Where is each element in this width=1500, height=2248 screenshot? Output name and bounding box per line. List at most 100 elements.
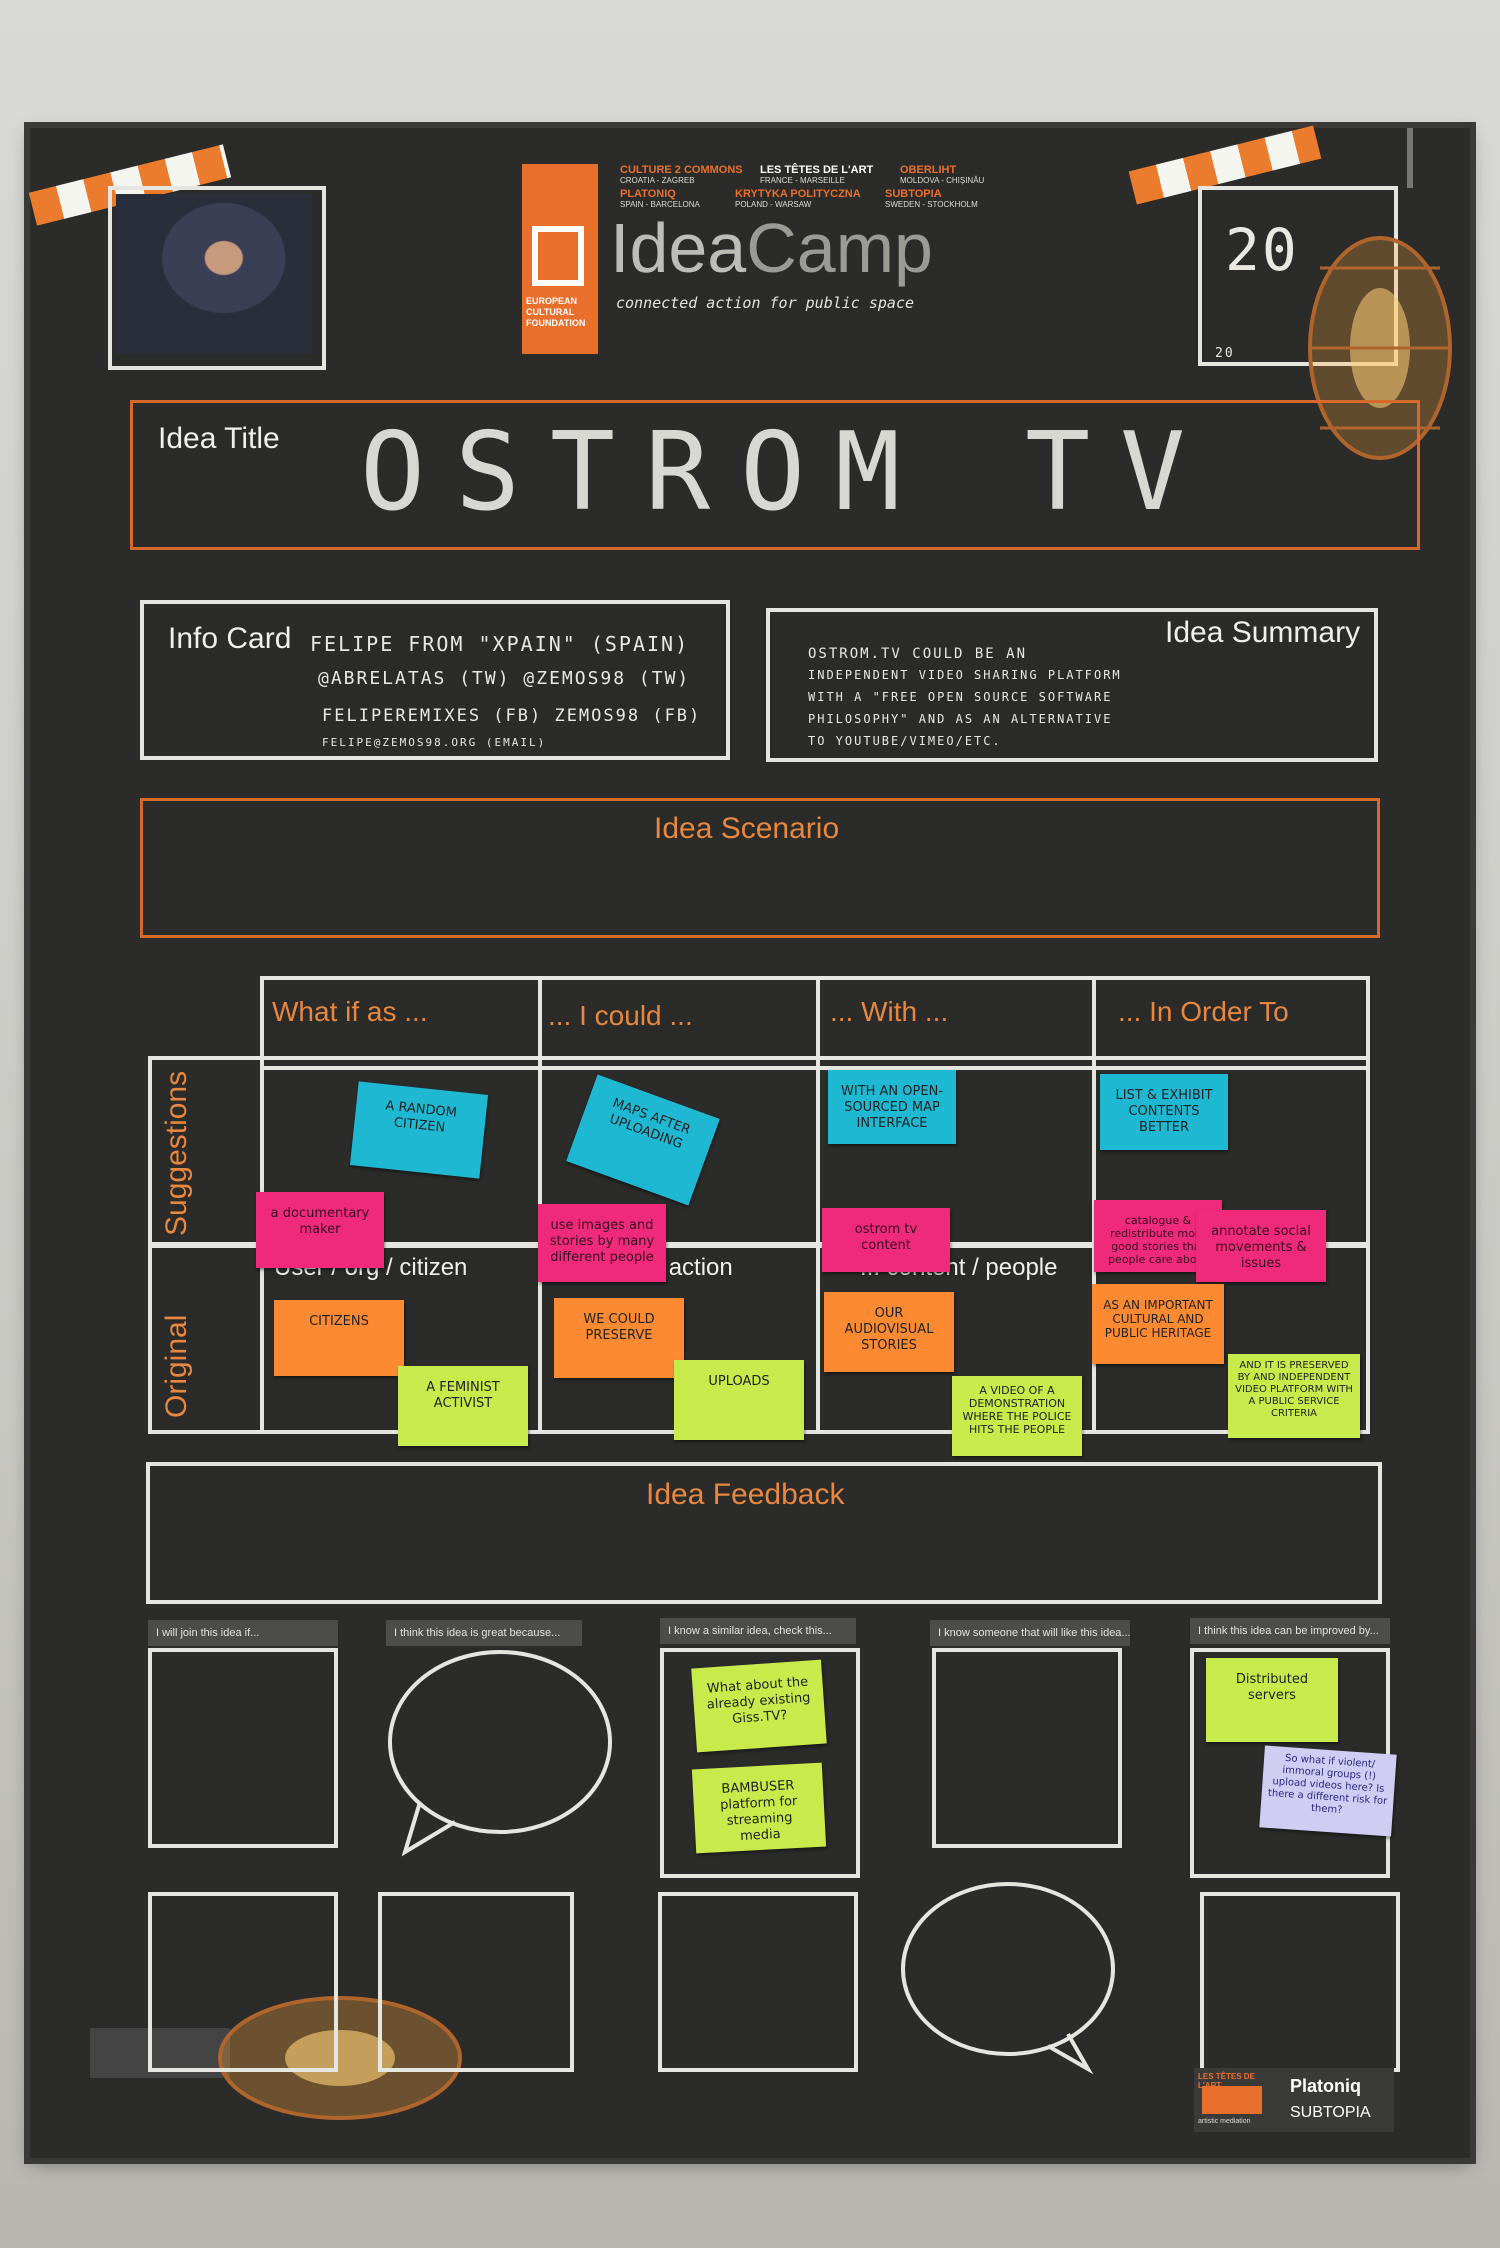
speech-bubble-icon [901,1882,1115,2074]
idea-summary-frame [766,608,1378,762]
ideacamp-logo: IdeaCamp [610,210,933,286]
lightbulb-icon [1308,128,1452,460]
sticky-note: UPLOADS [674,1360,804,1440]
ecf-line: EUROPEAN [526,296,578,306]
sticky-note: BAMBUSER platform for streaming media [691,1762,827,1854]
chalkboard: 20 20 EUROPEAN CULTURAL FOUNDATION IdeaC… [28,125,1470,2158]
idea-feedback-frame [146,1462,1382,1604]
feedback-box [148,1892,338,2072]
sticky-note: ostrom tv content [822,1208,950,1272]
feedback-tag: I will join this idea if... [148,1620,338,1646]
tagline: connected action for public space [616,294,915,312]
idea-scenario-label: Idea Scenario [654,812,840,845]
info-card-line: FELIPEREMIXES (FB) ZEMOS98 (FB) [322,706,702,726]
ecf-line: FOUNDATION [526,318,586,328]
sticky-note: WITH AN OPEN-SOURCED MAP INTERFACE [828,1070,956,1144]
sticky-note: AND IT IS PRESERVED BY AND INDEPENDENT V… [1228,1354,1360,1438]
summary-line: INDEPENDENT VIDEO SHARING PLATFORM [808,668,1122,682]
feedback-tag: I think this idea is great because... [386,1620,582,1646]
feedback-tag: I know someone that will like this idea.… [930,1620,1130,1646]
board-number-small: 20 [1215,346,1235,361]
feedback-box [658,1892,858,2072]
sticky-note: use images and stories by many different… [538,1204,666,1282]
grid-col-header: ... I could ... [548,1000,693,1031]
ecf-text: EUROPEAN CULTURAL FOUNDATION [526,296,596,329]
platoniq-logo: Platoniq [1290,2076,1361,2096]
summary-line: TO YOUTUBE/VIMEO/ETC. [808,734,1002,748]
sticky-note: What about the already existing Giss.TV? [691,1659,827,1753]
info-card-frame [140,600,730,760]
ecf-line: CULTURAL [526,307,575,317]
number-frame [1198,186,1398,366]
partner-place: POLAND - WARSAW [735,200,812,209]
summary-line: WITH A "FREE OPEN SOURCE SOFTWARE [808,690,1113,704]
sticky-note: WE COULD PRESERVE [554,1298,684,1378]
feedback-tag: I know a similar idea, check this... [660,1618,856,1644]
tetes-sub: artistic mediation [1198,2118,1251,2125]
sticky-note: So what if violent/ immoral groups (!) u… [1259,1745,1397,1837]
logo-idea: Idea [610,209,747,287]
partner-place: SWEDEN - STOCKHOLM [885,200,978,209]
ecf-mark-icon [532,226,584,286]
board-number: 20 [1225,216,1299,284]
info-card-line: FELIPE FROM "XPAIN" (SPAIN) [310,632,690,656]
feedback-tag: I think this idea can be improved by... [1190,1618,1390,1644]
feedback-box [660,1648,860,1878]
logo-camp: Camp [746,209,933,287]
tetes-mark-icon [1202,2086,1262,2114]
lightbulb-bottom-icon [90,1996,462,2120]
subtopia-logo: SUBTOPIA [1290,2104,1371,2121]
partner-name: PLATONIQ [620,188,676,200]
sticky-note: CITIZENS [274,1300,404,1376]
info-card-line: @ABRELATAS (TW) @ZEMOS98 (TW) [318,668,691,689]
partner-name: OBERLIHT [900,164,957,176]
photo-frame [108,186,326,370]
feedback-box [378,1892,574,2072]
grid-col-divider [816,976,820,1434]
sticky-note: A VIDEO OF A DEMONSTRATION WHERE THE POL… [952,1376,1082,1456]
summary-line: PHILOSOPHY" AND AS AN ALTERNATIVE [808,712,1113,726]
summary-line: OSTROM.TV COULD BE AN [808,646,1028,662]
grid-col-header: ... With ... [830,996,949,1027]
sticky-note: OUR AUDIOVISUAL STORIES [824,1292,954,1372]
grid-col-header: ... In Order To [1118,996,1289,1027]
idea-title-frame [130,400,1420,550]
tetes-logo: LES TÊTES DE L'ART [1198,2072,1255,2090]
sticky-note: A FEMINIST ACTIVIST [398,1366,528,1446]
partner-name: KRYTYKA POLITYCZNA [735,188,861,200]
ecf-logo: EUROPEAN CULTURAL FOUNDATION [522,164,598,354]
partner-name: SUBTOPIA [885,188,942,200]
participant-photo [116,194,312,354]
idea-summary-label: Idea Summary [1165,616,1361,649]
speech-bubble-icon [388,1650,612,1857]
sticky-note: Distributed servers [1206,1658,1338,1742]
info-card-line: FELIPE@ZEMOS98.ORG (EMAIL) [322,736,547,749]
feedback-box [148,1648,338,1848]
partner-place: CROATIA - ZAGREB [620,176,695,185]
sticky-note: a documentary maker [256,1192,384,1268]
info-card-label: Info Card [168,622,292,655]
partner-place: SPAIN - BARCELONA [620,200,700,209]
grid-col-header: What if as ... [272,996,428,1027]
sticky-note: AS AN IMPORTANT CULTURAL AND PUBLIC HERI… [1092,1284,1224,1364]
partner-name: CULTURE 2 COMMONS [620,164,743,176]
sticky-note: LIST & EXHIBIT CONTENTS BETTER [1100,1074,1228,1150]
idea-scenario-frame [140,798,1380,938]
feedback-box [932,1648,1122,1848]
footer-logos: LES TÊTES DE L'ART artistic mediation Pl… [1194,2068,1394,2132]
partner-place: FRANCE - MARSEILLE [760,176,845,185]
row-label-original: Original [160,1314,193,1418]
partner-place: MOLDOVA - CHIȘINĂU [900,176,985,185]
partner-name: LES TÊTES DE L'ART [760,164,874,176]
idea-feedback-label: Idea Feedback [646,1478,845,1511]
idea-title-value: OSTROM TV [360,410,1216,535]
feedback-box [1200,1892,1400,2072]
idea-title-label: Idea Title [158,422,280,455]
